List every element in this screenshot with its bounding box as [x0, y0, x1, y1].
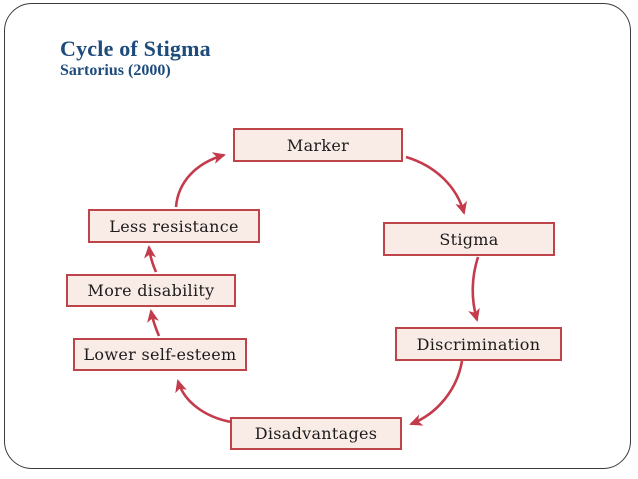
node-discrimination: Discrimination: [395, 327, 562, 361]
node-stigma: Stigma: [383, 222, 555, 256]
slide-title: Cycle of Stigma: [60, 36, 211, 61]
node-more-disability: More disability: [66, 274, 236, 307]
title-block: Cycle of Stigma Sartorius (2000): [60, 36, 211, 81]
node-lower-self-esteem: Lower self-esteem: [73, 338, 247, 371]
slide-subtitle: Sartorius (2000): [60, 62, 171, 80]
node-disadvantages: Disadvantages: [230, 417, 402, 450]
node-marker: Marker: [233, 128, 403, 162]
node-less-resistance: Less resistance: [88, 209, 260, 243]
